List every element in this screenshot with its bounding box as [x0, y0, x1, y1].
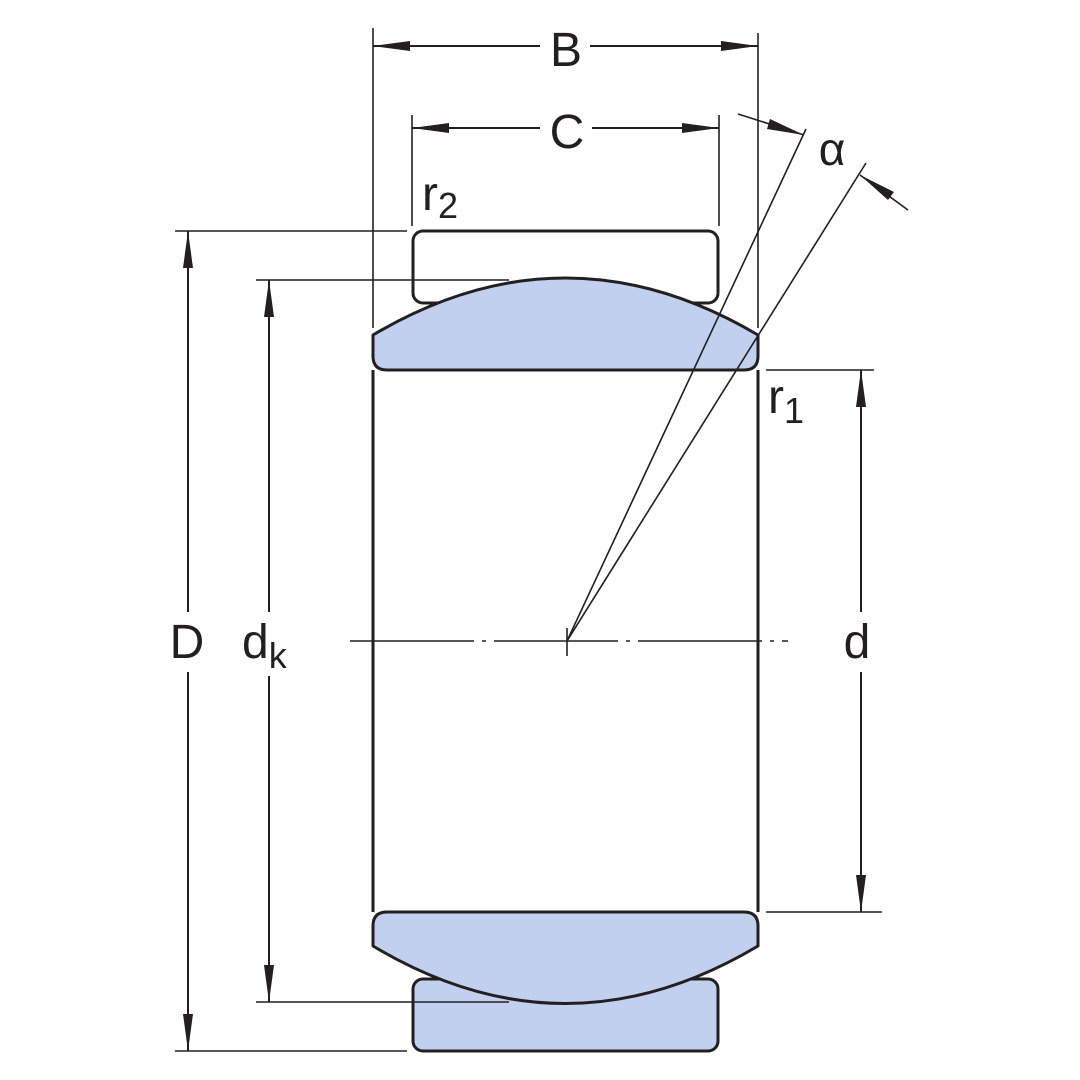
arrowhead-b-right — [721, 41, 758, 51]
label-alpha: α — [819, 123, 846, 175]
label-r1: r1 — [768, 371, 804, 431]
label-r1-sub: 1 — [784, 390, 804, 431]
label-d-bore: d — [844, 616, 871, 669]
label-r2: r2 — [422, 168, 458, 226]
arrowhead-bore-top — [856, 370, 866, 407]
label-b: B — [550, 24, 582, 77]
label-r2-main: r — [422, 168, 438, 221]
arrowhead-c-left — [412, 123, 449, 133]
label-c: C — [550, 106, 585, 159]
label-r2-sub: 2 — [438, 185, 458, 226]
arrowhead-d-bottom — [183, 1014, 193, 1051]
arrowhead-b-left — [373, 41, 410, 51]
tilt-line-1 — [566, 128, 807, 642]
arrowhead-d-top — [183, 231, 193, 268]
label-d-outer: D — [170, 616, 205, 669]
tilt-line-2 — [566, 162, 867, 642]
arrowhead-alpha-1 — [767, 119, 804, 135]
label-dk: dk — [242, 616, 288, 676]
arrowhead-dk-bottom — [264, 965, 274, 1002]
arrowhead-bore-bottom — [856, 875, 866, 912]
arrowhead-c-right — [682, 123, 719, 133]
label-r1-main: r — [768, 371, 784, 424]
label-dk-main: d — [242, 616, 269, 669]
label-dk-sub: k — [269, 635, 288, 676]
inner-ring-bottom — [371, 910, 760, 1005]
arrowhead-alpha-2 — [860, 175, 894, 200]
arrowhead-dk-top — [264, 280, 274, 317]
